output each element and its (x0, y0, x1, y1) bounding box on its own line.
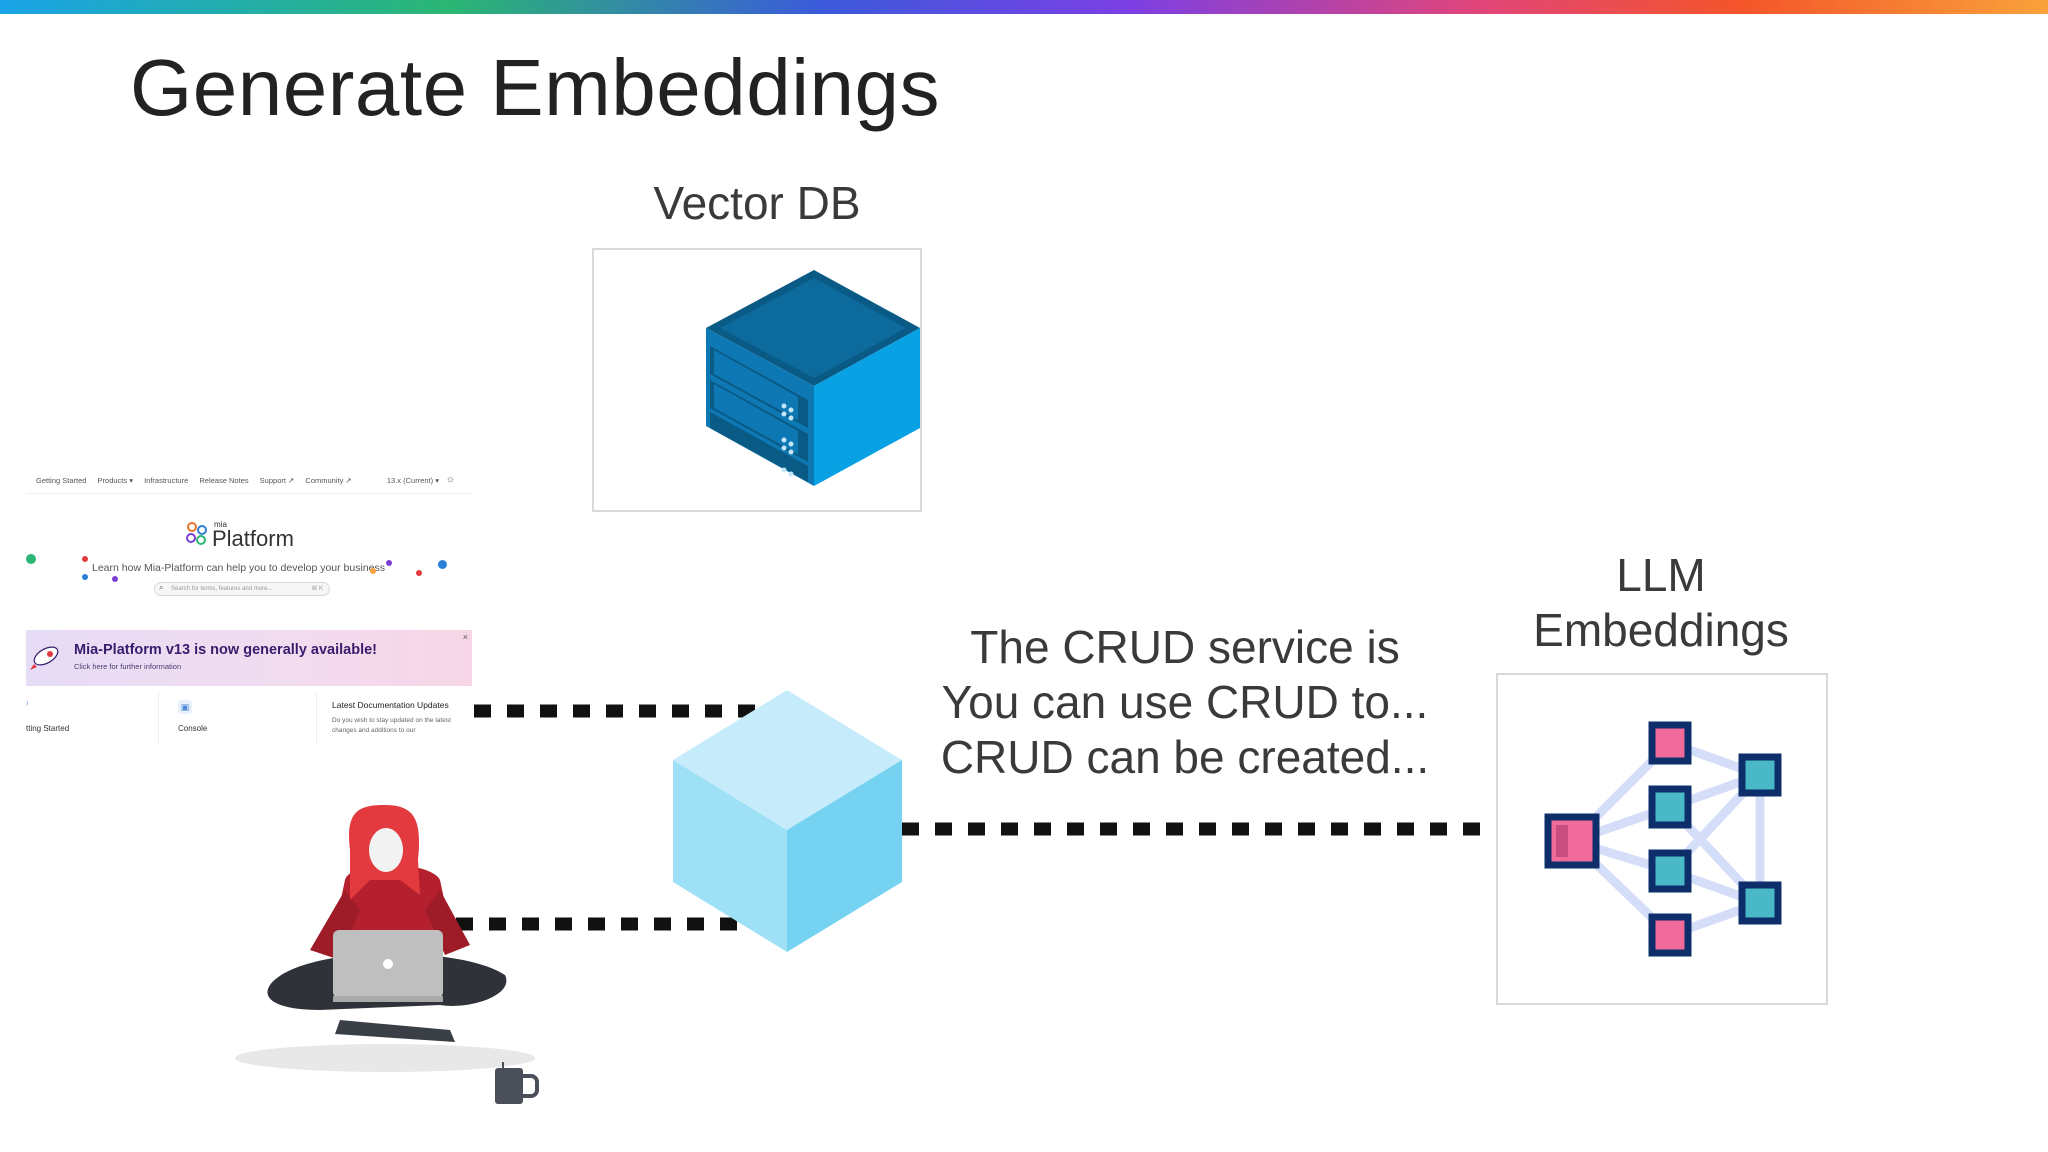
card-label: tting Started (26, 724, 70, 733)
crud-cube-icon (673, 690, 902, 952)
decor-dot (438, 560, 447, 569)
site-logo-small: mia (214, 520, 227, 529)
site-nav-item[interactable]: Community ↗ (305, 476, 352, 485)
banner-title: Mia-Platform v13 is now generally availa… (74, 642, 377, 658)
site-nav-item[interactable]: Infrastructure (144, 476, 189, 485)
llm-label-line-2: Embeddings (1533, 604, 1789, 656)
site-search-placeholder: Search for terms, features and more... (171, 586, 273, 592)
site-logo: Platform (212, 526, 294, 551)
card-body: Do you wish to stay updated on the lates… (332, 717, 451, 734)
page-title: Generate Embeddings (130, 43, 941, 132)
decor-dot (386, 560, 392, 566)
site-nav-item[interactable]: Getting Started (36, 476, 87, 485)
site-nav-bar: Getting Started Products ▾ Infrastructur… (36, 474, 466, 492)
release-banner[interactable]: Mia-Platform v13 is now generally availa… (26, 630, 472, 686)
vector-db-box (592, 248, 922, 512)
site-search-input[interactable]: ⌕ Search for terms, features and more...… (154, 582, 330, 596)
banner-subtitle: Click here for further information (74, 662, 182, 671)
site-nav-item[interactable]: Support ↗ (259, 476, 295, 485)
decor-dot (82, 574, 88, 580)
vector-db-label: Vector DB (653, 177, 861, 229)
site-version-select[interactable]: 13.x (Current) ▾ (386, 476, 439, 485)
card-label: Console (178, 724, 208, 733)
theme-toggle-icon[interactable]: ☼ (445, 474, 455, 485)
console-icon: ▣ (178, 700, 192, 714)
card-latest-updates[interactable]: Latest Documentation Updates Do you wish… (322, 692, 472, 744)
card-getting-started[interactable]: ⁾ tting Started (26, 692, 159, 744)
llm-embeddings-label: LLM Embeddings (1496, 548, 1826, 658)
decor-dot (416, 570, 422, 576)
crud-line-2: You can use CRUD to... (941, 676, 1429, 728)
decor-dot (370, 568, 376, 574)
rocket-icon (30, 646, 59, 670)
crud-description: The CRUD service is You can use CRUD to.… (880, 620, 1490, 785)
llm-label-line-1: LLM (1616, 549, 1706, 601)
neural-network-icon (1544, 721, 1782, 957)
decor-dot (82, 556, 88, 562)
site-tagline: Learn how Mia-Platform can help you to d… (92, 562, 385, 574)
llm-embeddings-box (1496, 673, 1828, 1005)
close-icon[interactable]: × (462, 632, 468, 642)
decor-dot (112, 576, 118, 582)
card-title: Latest Documentation Updates (332, 700, 449, 710)
person-laptop-illustration (235, 805, 535, 1072)
site-nav-item[interactable]: Release Notes (199, 476, 249, 485)
mia-logo-icon (186, 522, 207, 545)
site-nav-item[interactable]: Products ▾ (97, 476, 133, 485)
search-icon: ⌕ (159, 583, 164, 592)
website-screenshot: Getting Started Products ▾ Infrastructur… (26, 468, 472, 744)
crud-line-3: CRUD can be created... (940, 731, 1430, 783)
card-console[interactable]: ▣ Console (164, 692, 317, 744)
server-stack-icon (706, 270, 920, 486)
book-icon: ⁾ (26, 700, 29, 710)
crud-line-1: The CRUD service is (970, 621, 1400, 673)
decor-dot (26, 554, 36, 564)
search-shortcut: ⌘ K (311, 586, 323, 592)
site-nav-divider (26, 493, 472, 494)
coffee-mug-icon (495, 1062, 539, 1104)
top-gradient-bar (0, 0, 2048, 14)
